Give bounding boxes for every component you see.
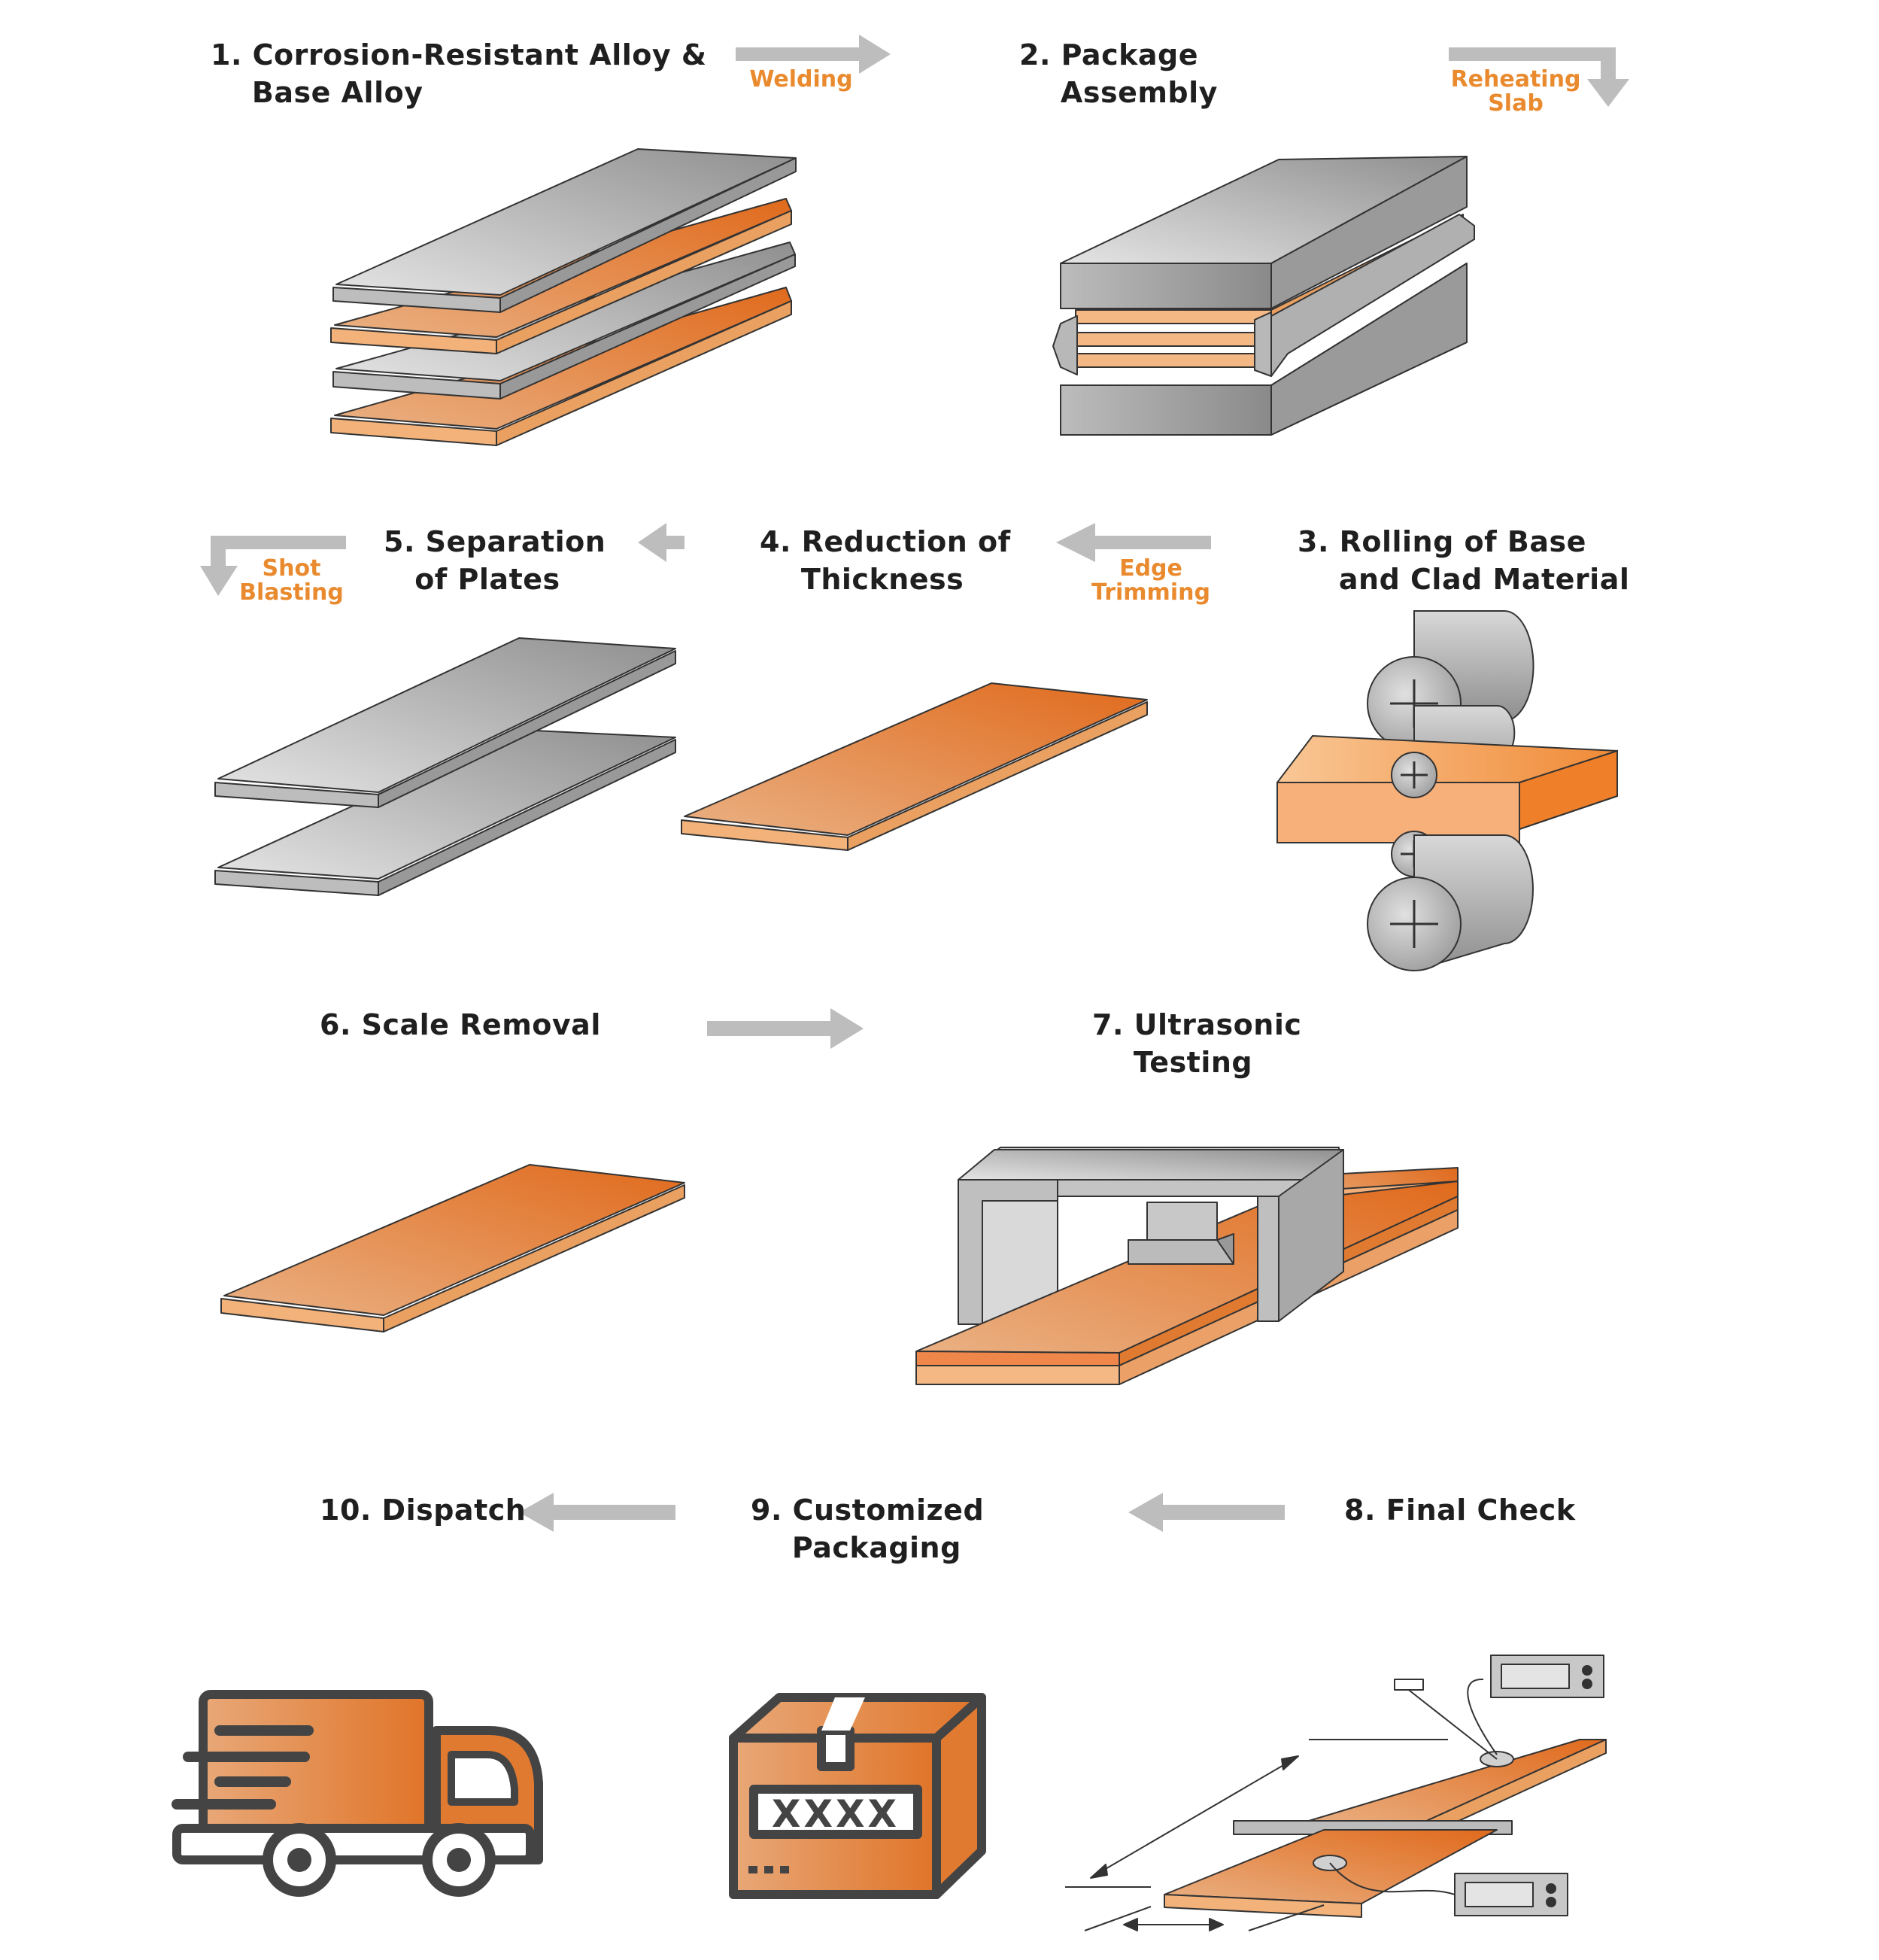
monitor-icon — [1454, 1873, 1568, 1916]
reheating-label: Reheating Slab — [1450, 66, 1581, 117]
step-4-title: 4. Reduction of Thickness — [760, 525, 1011, 596]
step-5-title: 5. Separation of Plates — [384, 525, 606, 596]
step-8-final-check — [1065, 1655, 1607, 1931]
arrow-step8-to-9 — [1128, 1493, 1285, 1532]
shot-blasting-label: Shot Blasting — [239, 555, 344, 606]
arrow-reheating — [1449, 47, 1629, 107]
truck-icon — [172, 1690, 543, 1897]
step-1-title: 1. Corrosion-Resistant Alloy & Base Allo… — [211, 38, 707, 109]
arrow-edge-trimming — [1056, 523, 1211, 562]
edge-trimming-label: Edge Trimming — [1091, 555, 1210, 606]
step-6-plate — [220, 1164, 685, 1332]
step-9-title: 9. Customized Packaging — [751, 1494, 985, 1564]
step-1-plate-stack — [330, 148, 797, 446]
step-6-title: 6. Scale Removal — [320, 1008, 601, 1041]
arrow-step9-to-10 — [519, 1493, 675, 1532]
step-7-ultrasonic — [915, 1147, 1459, 1385]
arrow-step4-to-5 — [638, 523, 685, 562]
step-8-title: 8. Final Check — [1344, 1494, 1576, 1527]
step-7-title: 7. Ultrasonic Testing — [1092, 1008, 1302, 1079]
step-3-title: 3. Rolling of Base and Clad Material — [1298, 525, 1630, 596]
arrow-welding — [736, 35, 891, 74]
step-10-title: 10. Dispatch — [320, 1494, 527, 1527]
step-4-plate — [681, 682, 1148, 851]
step-2-package — [1052, 156, 1475, 436]
step-3-rolling — [1276, 610, 1618, 972]
step-2-title: 2. Package Assembly — [1019, 38, 1218, 109]
arrow-shot-blasting — [200, 536, 346, 596]
step-5-plates — [214, 637, 676, 896]
monitor-icon — [1490, 1655, 1604, 1698]
package-label: XXXX — [772, 1792, 900, 1836]
arrow-step6-to-7 — [707, 1008, 864, 1049]
box-icon — [729, 1693, 986, 1899]
welding-label: Welding — [749, 66, 853, 93]
